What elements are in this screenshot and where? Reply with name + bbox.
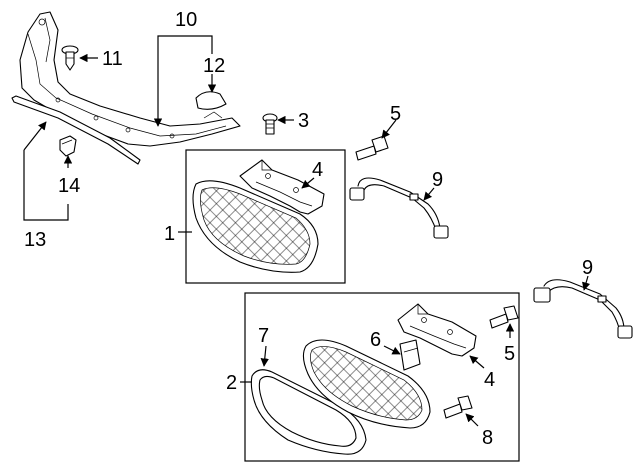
push-pin-part-11 [61,45,79,71]
callout-5-lower: 5 [504,343,515,365]
callout-9-upper: 9 [432,169,443,191]
callout-11: 11 [102,48,123,70]
callout-10: 10 [175,9,197,31]
grille-assembly-1 [192,180,319,273]
bolt-part-3 [262,113,278,135]
assembly-2-box [244,292,520,462]
callout-14: 14 [58,175,80,197]
grille-assembly-2 [302,339,431,429]
lower-strip [11,95,141,165]
bracket-part-4-lower [397,303,477,357]
leader-lines [23,35,591,427]
seal-part-7 [250,369,367,455]
callout-2: 2 [226,372,237,394]
bolt-part-5-upper [355,135,389,161]
callout-3: 3 [298,110,309,132]
callout-9-lower: 9 [582,257,593,279]
assembly-1-box [185,149,346,284]
callout-7: 7 [258,325,269,347]
callout-1: 1 [164,223,175,245]
clip-part-6 [399,339,421,371]
cap-part-12 [195,91,227,110]
callout-4-upper: 4 [312,159,323,181]
callout-6: 6 [370,329,381,351]
callout-5-upper: 5 [390,103,401,125]
callout-13: 13 [24,229,46,251]
harness-part-9-lower [533,279,633,339]
harness-part-9-upper [349,177,449,239]
bumper-bracket [19,11,241,147]
callout-12: 12 [203,55,225,77]
callout-8: 8 [482,427,493,449]
callouts: 10 12 11 3 5 4 9 1 9 2 7 6 5 4 8 14 13 [24,9,593,449]
bolt-part-5-lower [489,305,519,329]
bracket-part-4-upper [239,159,325,215]
clip-part-14 [59,135,77,157]
bolt-part-8 [443,395,473,419]
callout-4-lower: 4 [484,369,495,391]
